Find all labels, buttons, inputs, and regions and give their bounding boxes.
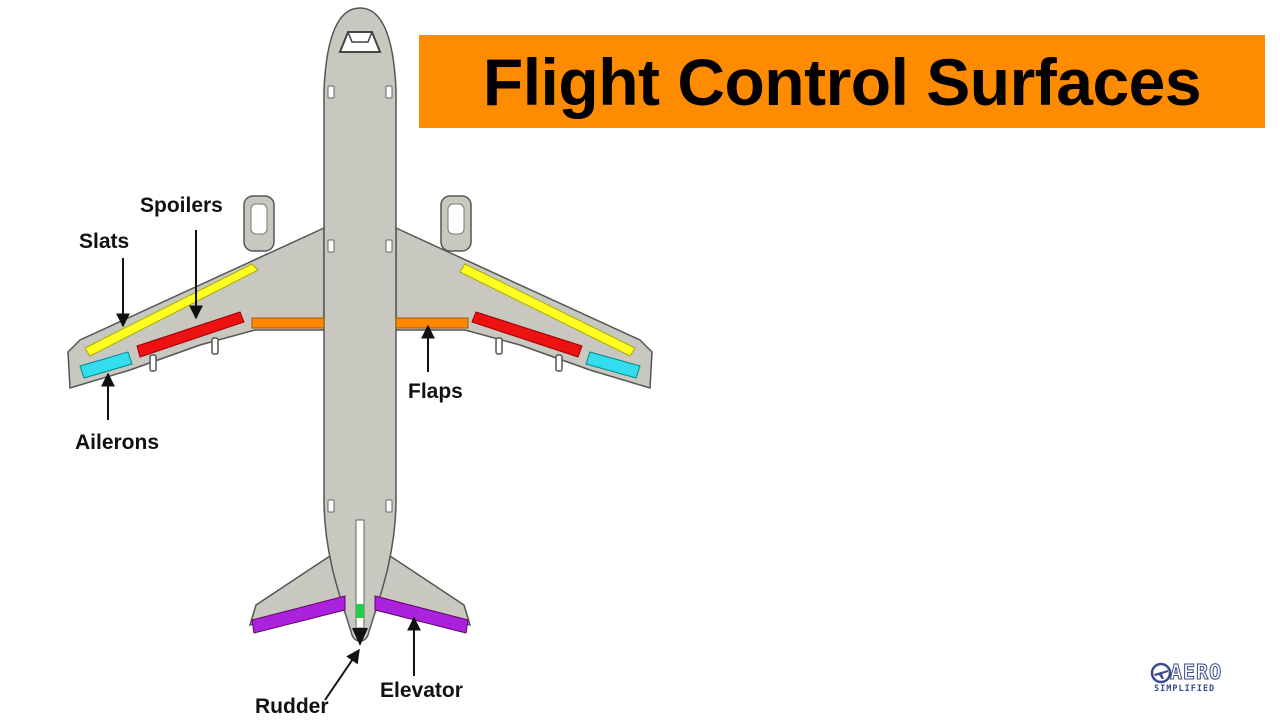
label-rudder: Rudder bbox=[255, 695, 329, 718]
airplane-icon bbox=[1150, 662, 1172, 684]
rudder-surface bbox=[356, 604, 364, 618]
left-ailerons bbox=[79, 351, 133, 379]
right-slats bbox=[459, 263, 636, 357]
right-flaps bbox=[395, 317, 469, 329]
arrow-rudder bbox=[324, 648, 360, 701]
logo-word: AERO bbox=[1169, 660, 1223, 685]
label-elevator: Elevator bbox=[380, 679, 463, 702]
logo-subtitle: SIMPLIFIED bbox=[1154, 684, 1216, 694]
tail-cone bbox=[352, 628, 368, 646]
flap-tracks bbox=[149, 337, 563, 372]
label-ailerons: Ailerons bbox=[75, 431, 160, 454]
page-title: Flight Control Surfaces bbox=[482, 44, 1202, 119]
pointer-arrows bbox=[101, 230, 435, 701]
title-banner: Flight Control Surfaces bbox=[419, 35, 1265, 128]
label-spoilers: Spoilers bbox=[140, 194, 223, 217]
left-elevator bbox=[251, 595, 346, 634]
left-spoilers bbox=[136, 311, 245, 358]
label-slats: Slats bbox=[79, 230, 130, 253]
fuselage-doors bbox=[327, 85, 393, 513]
right-elevator bbox=[374, 595, 469, 634]
left-engine bbox=[243, 195, 275, 252]
right-engine bbox=[440, 195, 472, 252]
aero-simplified-logo: AERO SIMPLIFIED bbox=[1150, 660, 1250, 698]
right-ailerons bbox=[585, 351, 641, 379]
left-flaps bbox=[251, 317, 325, 329]
right-spoilers bbox=[471, 311, 583, 358]
label-flaps: Flaps bbox=[408, 380, 463, 403]
right-wing bbox=[395, 226, 653, 389]
